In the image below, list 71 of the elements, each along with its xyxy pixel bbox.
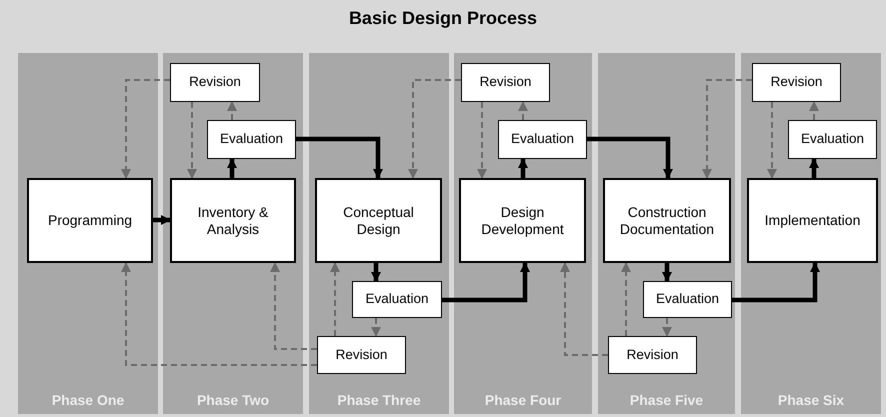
box-label: Evaluation	[800, 131, 864, 148]
box-label: Revision	[626, 346, 678, 364]
dashed-arrow	[187, 102, 197, 179]
box-label: Evaluation	[220, 131, 284, 148]
step-box	[207, 120, 296, 159]
dashed-arrow	[477, 102, 487, 179]
box-label: Revision	[480, 74, 532, 91]
step-box	[170, 63, 260, 102]
phase-column	[454, 53, 592, 414]
box-label: Construction Documentation	[618, 204, 716, 238]
phase-label: Phase Two	[196, 392, 270, 408]
phase-column	[598, 53, 735, 414]
dashed-arrow	[621, 262, 631, 336]
dashed-arrow	[809, 101, 819, 120]
phase-column	[18, 53, 158, 414]
dashed-arrow	[371, 318, 381, 337]
phase-box	[315, 178, 442, 263]
box-label: Evaluation	[365, 291, 429, 308]
box-label: Revision	[336, 346, 388, 364]
phase-label: Phase Four	[484, 392, 562, 408]
arrow	[518, 158, 528, 178]
phase-box	[27, 178, 153, 263]
box-label: Conceptual Design	[342, 204, 415, 238]
dashed-arrow	[518, 101, 528, 120]
step-box	[788, 120, 877, 159]
arrow	[809, 158, 819, 178]
phase-column	[309, 53, 449, 414]
box-label: Programming	[48, 212, 132, 229]
dashed-arrow	[662, 318, 672, 337]
phase-label: Phase Six	[776, 392, 846, 408]
phase-label: Phase Five	[628, 392, 704, 408]
dashed-arrow	[767, 102, 777, 179]
dashed-arrow	[270, 262, 317, 350]
box-label: Evaluation	[656, 291, 720, 308]
phase-box	[747, 178, 878, 263]
box-label: Revision	[189, 74, 241, 91]
dashed-arrow	[560, 262, 608, 356]
dashed-arrow	[702, 79, 752, 179]
step-box	[752, 63, 841, 102]
step-box	[643, 281, 732, 318]
step-box	[461, 63, 550, 102]
dashed-arrow	[330, 262, 340, 336]
arrow	[227, 158, 237, 178]
step-box	[317, 336, 406, 374]
box-label: Implementation	[764, 212, 860, 229]
arrow	[371, 263, 381, 282]
arrow	[442, 262, 530, 302]
diagram-title: Basic Design Process	[348, 8, 538, 29]
box-label: Design Development	[480, 204, 565, 238]
box-label: Evaluation	[510, 131, 574, 148]
dashed-arrow	[121, 262, 317, 366]
dashed-arrow	[227, 101, 237, 120]
step-box	[608, 336, 697, 374]
arrow	[662, 263, 672, 282]
dashed-arrow	[408, 79, 461, 179]
phase-box	[603, 178, 731, 263]
phase-label: Phase Three	[336, 392, 422, 408]
phase-box	[459, 178, 586, 263]
arrow	[153, 215, 171, 225]
phase-box	[170, 178, 296, 263]
dashed-arrow	[121, 79, 170, 179]
step-box	[352, 281, 442, 318]
arrow	[296, 136, 383, 179]
step-box	[498, 120, 587, 159]
phase-column	[163, 53, 303, 414]
box-label: Inventory & Analysis	[196, 204, 270, 238]
arrow	[732, 262, 820, 302]
arrow	[587, 136, 673, 179]
phase-label: Phase One	[50, 392, 126, 408]
phase-column	[741, 53, 881, 414]
box-label: Revision	[770, 74, 822, 91]
